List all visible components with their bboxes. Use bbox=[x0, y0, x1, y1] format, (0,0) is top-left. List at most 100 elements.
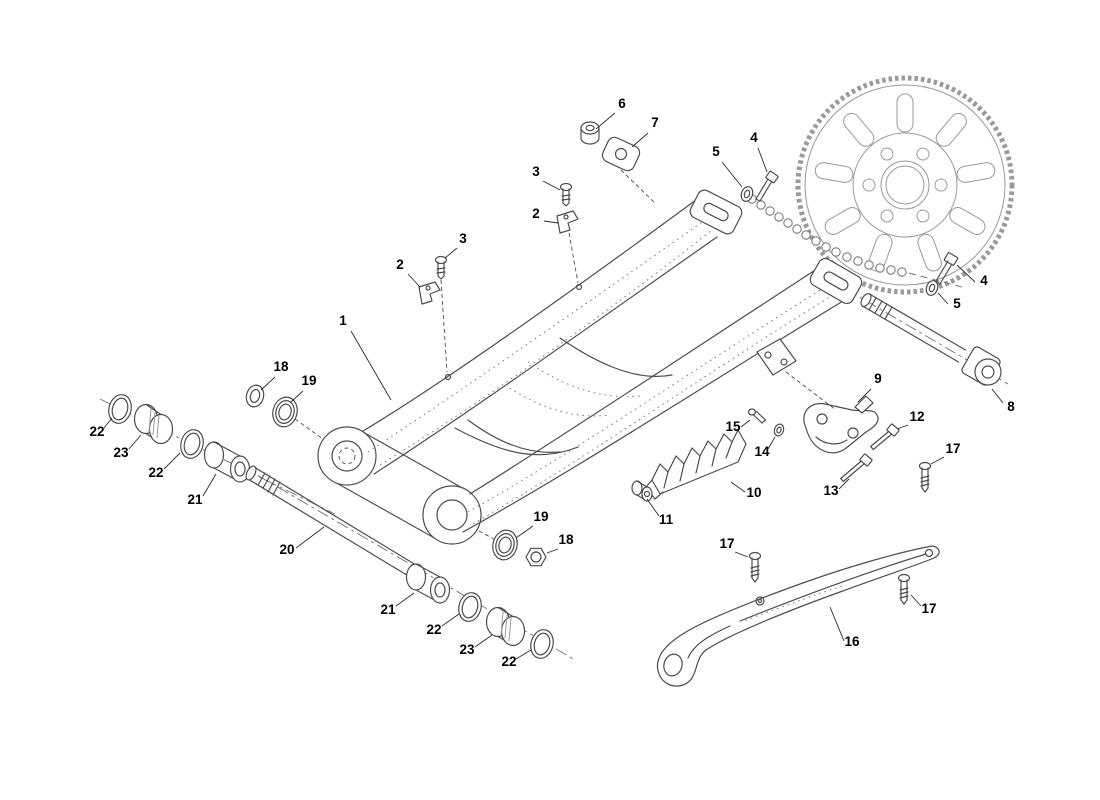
o-ring-22-a bbox=[108, 394, 132, 424]
part-number-label-23: 23 bbox=[113, 445, 129, 460]
leader-line-part-18 bbox=[260, 376, 276, 391]
chain-guide-bracket-drawing bbox=[785, 371, 879, 454]
part-number-label-9: 9 bbox=[874, 371, 882, 386]
part-number-label-18: 18 bbox=[558, 532, 574, 547]
leader-line-part-13 bbox=[838, 478, 850, 490]
part-number-label-17: 17 bbox=[719, 536, 734, 551]
washer-14 bbox=[773, 423, 785, 437]
part-number-label-2: 2 bbox=[532, 206, 540, 221]
leader-line-part-9 bbox=[857, 388, 872, 403]
leader-line-part-14 bbox=[767, 436, 776, 450]
part-number-label-5: 5 bbox=[712, 144, 720, 159]
leader-line-part-3 bbox=[542, 180, 561, 191]
leader-line-part-4 bbox=[956, 264, 976, 283]
leader-line-part-3 bbox=[444, 247, 458, 259]
seal-18-a bbox=[245, 384, 265, 408]
part-number-label-8: 8 bbox=[1007, 399, 1015, 414]
part-number-label-22: 22 bbox=[426, 622, 441, 637]
leader-line-part-16 bbox=[829, 606, 845, 642]
part-number-label-19: 19 bbox=[301, 373, 316, 388]
part-number-label-10: 10 bbox=[746, 485, 761, 500]
leader-line-part-21 bbox=[202, 473, 217, 497]
pivot-boss-right bbox=[422, 485, 482, 545]
part-number-label-21: 21 bbox=[380, 602, 396, 617]
leader-line-part-22 bbox=[163, 452, 181, 470]
leader-line-part-17 bbox=[734, 551, 749, 558]
leader-line-part-11 bbox=[646, 498, 660, 517]
leader-line-part-19 bbox=[290, 390, 304, 403]
leader-line-part-1 bbox=[350, 330, 392, 401]
part-number-label-15: 15 bbox=[725, 419, 741, 434]
part-number-label-12: 12 bbox=[909, 409, 924, 424]
o-ring-22-b bbox=[180, 429, 204, 459]
clamp-2-b bbox=[418, 281, 441, 305]
part-number-label-17: 17 bbox=[921, 601, 936, 616]
part-number-label-22: 22 bbox=[501, 654, 516, 669]
leader-line-part-4 bbox=[757, 147, 768, 173]
part-number-label-19: 19 bbox=[533, 509, 548, 524]
clamp-2-a bbox=[556, 210, 579, 234]
part-number-label-22: 22 bbox=[148, 465, 163, 480]
leader-line-part-5 bbox=[937, 292, 949, 305]
part-number-label-4: 4 bbox=[980, 273, 988, 288]
leader-line-part-17 bbox=[910, 594, 922, 607]
rear-axle-drawing bbox=[860, 293, 1002, 386]
bushing-23-a bbox=[133, 403, 174, 445]
bearing-19-b bbox=[492, 529, 518, 561]
part-number-label-17: 17 bbox=[945, 441, 960, 456]
part-number-label-5: 5 bbox=[953, 296, 961, 311]
leader-line-part-5 bbox=[721, 161, 743, 188]
callout-layer: 6732325445811819222322212021222322191811… bbox=[89, 96, 1015, 669]
bolt-17-c bbox=[897, 573, 911, 605]
seal-nut-18-b bbox=[525, 547, 547, 567]
part-number-label-1: 1 bbox=[339, 313, 347, 328]
pivot-hardware-group bbox=[108, 394, 554, 659]
swingarm-drawing bbox=[317, 189, 863, 545]
bolt-3-a bbox=[559, 182, 573, 207]
washer-5-a bbox=[740, 186, 754, 202]
part-number-label-16: 16 bbox=[844, 634, 860, 649]
part-number-label-7: 7 bbox=[651, 115, 659, 130]
bolt-3-b bbox=[434, 255, 448, 280]
bushing-21-b bbox=[405, 563, 451, 604]
bolt-4-b bbox=[935, 252, 959, 285]
pivot-shaft-20 bbox=[245, 465, 419, 579]
part-number-label-3: 3 bbox=[532, 164, 540, 179]
part-number-label-20: 20 bbox=[279, 542, 294, 557]
leader-line-part-17 bbox=[930, 456, 945, 465]
bolt-17-b bbox=[748, 551, 762, 583]
leader-line-part-2 bbox=[543, 220, 559, 224]
part-number-label-22: 22 bbox=[89, 424, 104, 439]
bolt-4-a bbox=[755, 170, 779, 202]
leader-line-part-6 bbox=[595, 112, 616, 130]
guide-mount-tab bbox=[756, 338, 797, 376]
o-ring-22-d bbox=[530, 629, 554, 659]
guide-plate-7 bbox=[601, 136, 641, 172]
leader-line-part-20 bbox=[295, 526, 325, 549]
bolt-15 bbox=[747, 408, 767, 424]
chain-guide-shoe-drawing bbox=[645, 429, 747, 500]
flange-nut-6 bbox=[580, 121, 600, 145]
leader-line-part-12 bbox=[896, 424, 909, 430]
part-number-label-2: 2 bbox=[396, 257, 404, 272]
washer-5-b bbox=[925, 280, 939, 296]
part-number-label-11: 11 bbox=[659, 512, 674, 527]
chain-continuation-dashes bbox=[908, 272, 963, 288]
part-number-label-6: 6 bbox=[618, 96, 626, 111]
part-number-label-21: 21 bbox=[187, 492, 203, 507]
o-ring-22-c bbox=[458, 592, 482, 622]
pivot-stack-axis bbox=[99, 398, 336, 515]
part-number-label-13: 13 bbox=[823, 483, 839, 498]
part-number-label-3: 3 bbox=[459, 231, 467, 246]
leader-line-part-22 bbox=[515, 649, 532, 660]
leader-line-part-22 bbox=[103, 417, 113, 429]
bushing-21-a bbox=[203, 441, 251, 483]
leader-line-part-2 bbox=[407, 273, 421, 288]
bushing-23-b bbox=[485, 606, 526, 647]
part-number-label-23: 23 bbox=[459, 642, 475, 657]
leader-line-part-18 bbox=[546, 548, 559, 554]
chain-drawing bbox=[747, 194, 963, 288]
bearing-19-a bbox=[272, 396, 298, 428]
